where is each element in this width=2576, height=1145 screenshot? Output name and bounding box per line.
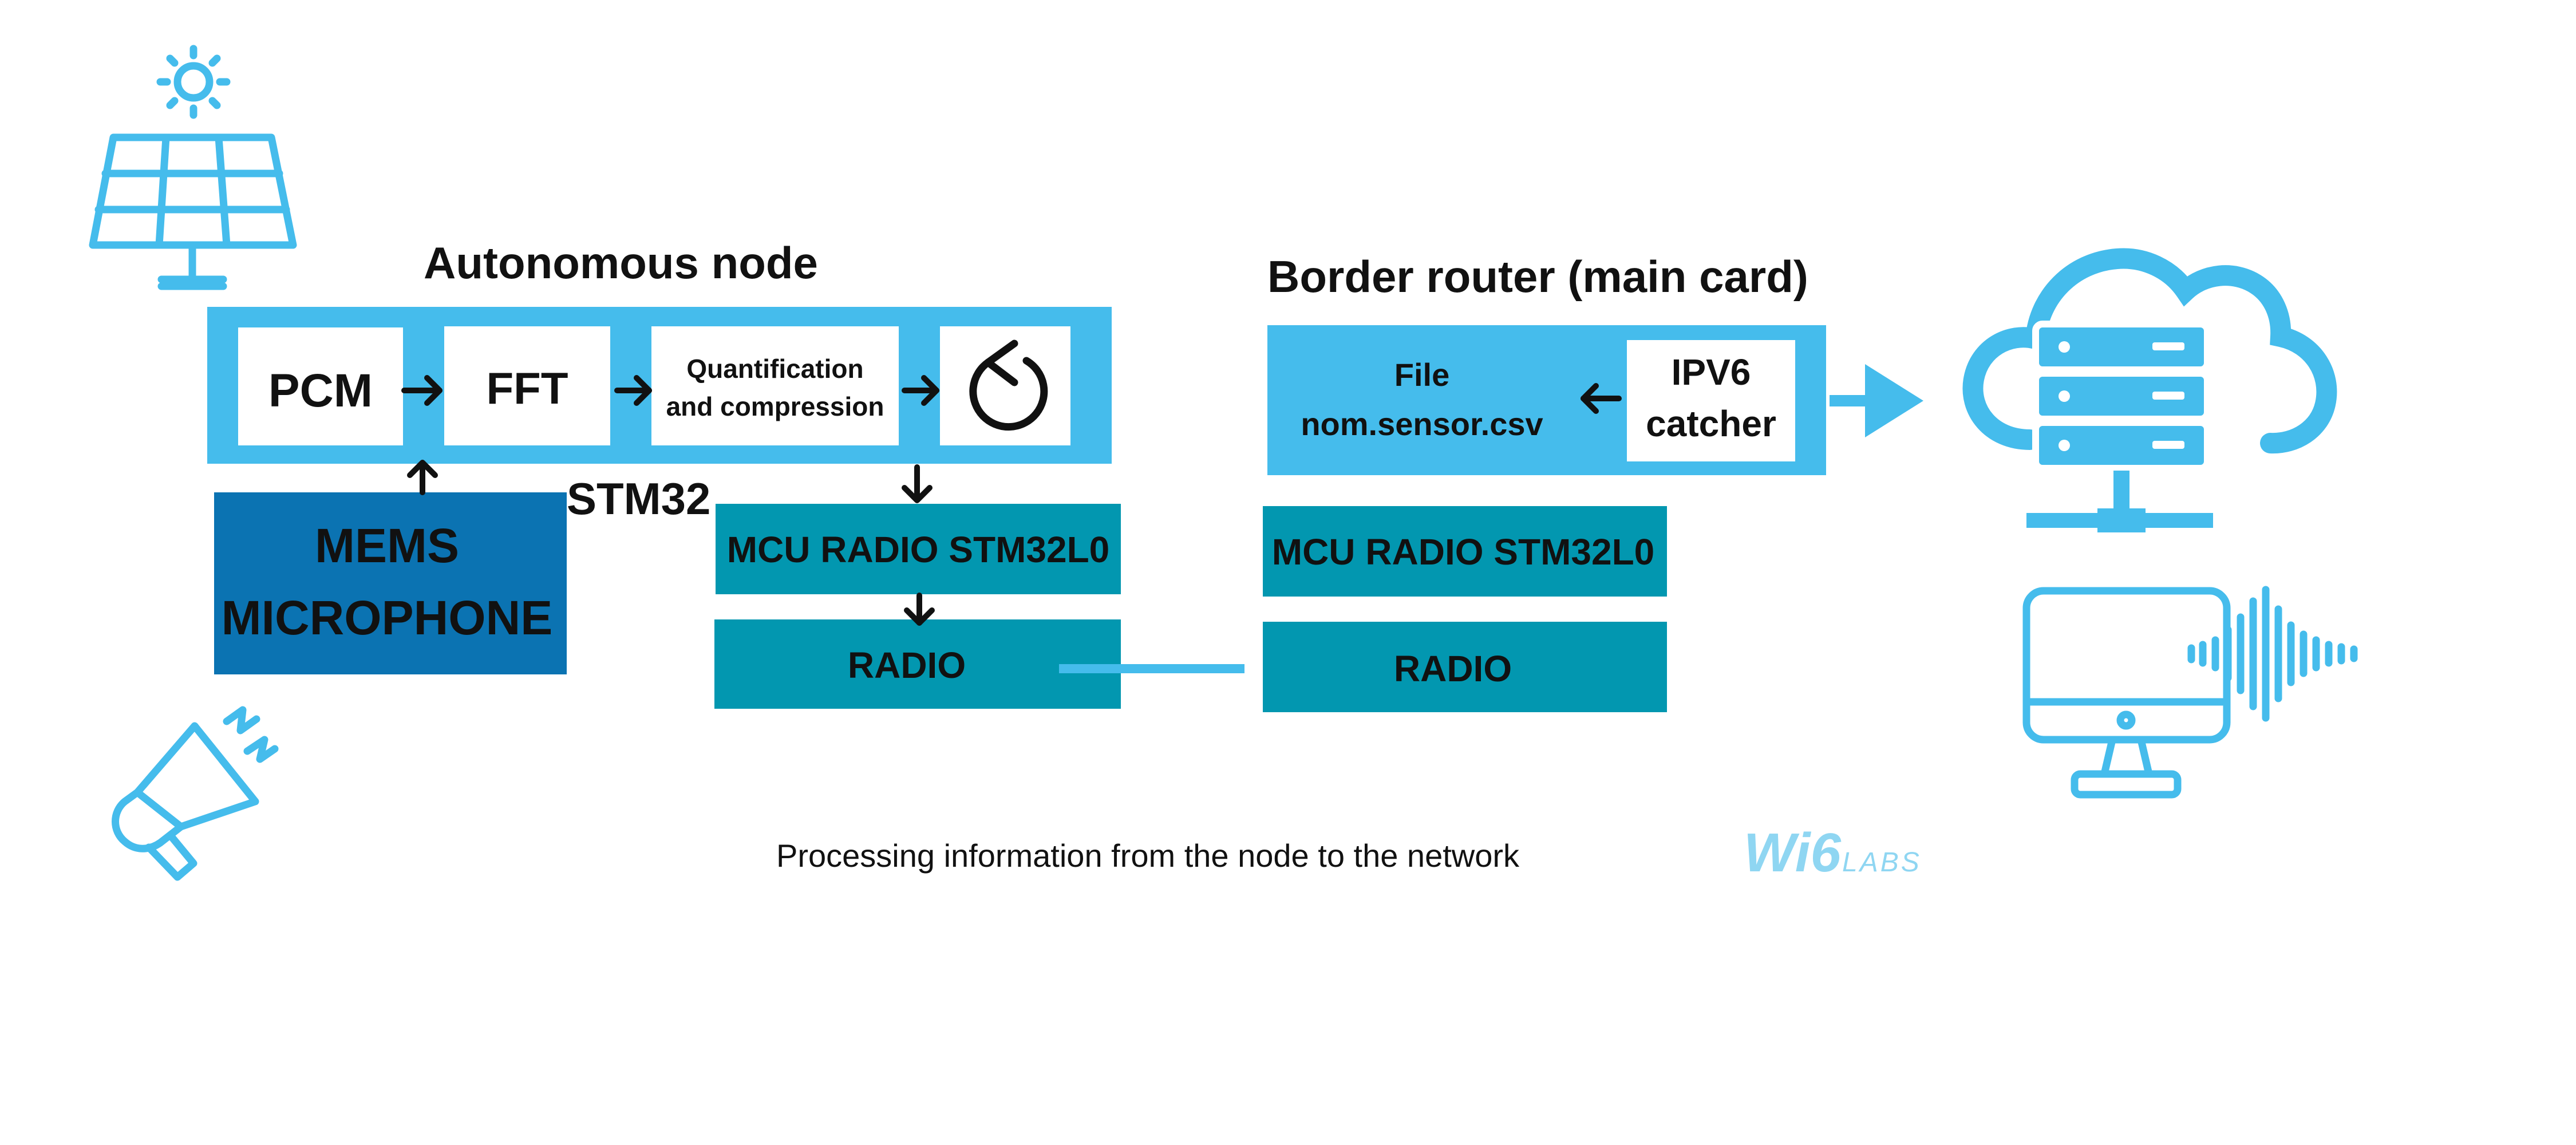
pcm-block [238, 327, 403, 445]
cloud-server-icon [1962, 248, 2337, 532]
arrow-mems-to-pcm [407, 460, 438, 495]
fft-label: FFT [487, 363, 568, 413]
ipv6-label-line1: IPV6 [1672, 352, 1751, 393]
node-mcu-radio-label: MCU RADIO STM32L0 [727, 529, 1110, 570]
ipv6-label-line2: catcher [1646, 403, 1776, 444]
arrow-node-to-mcu [902, 464, 933, 503]
monitor-audio-wave-icon [2022, 586, 2358, 799]
arrow-mcu-to-radio [904, 593, 935, 626]
node-mcu-radio-block [716, 504, 1121, 594]
mems-label-line1: MEMS [315, 519, 459, 572]
node-title: Autonomous node [424, 238, 818, 288]
solar-panel-icon [89, 45, 297, 290]
node-radio-label: RADIO [848, 645, 966, 686]
arrow-router-to-cloud [1830, 364, 1923, 437]
node-flow-arrows [401, 375, 939, 406]
quant-label-line2: and compression [666, 392, 884, 421]
router-mcu-radio-block [1263, 506, 1667, 597]
file-label-line2: nom.sensor.csv [1301, 406, 1543, 442]
pcm-label: PCM [268, 365, 373, 417]
arrow-quant-to-loop [902, 375, 939, 406]
logo-sub: LABS [1842, 847, 1922, 878]
quantification-block [651, 326, 899, 445]
router-radio-block [1263, 622, 1667, 712]
ipv6-catcher-block [1627, 340, 1795, 461]
stm32-label: STM32 [567, 473, 710, 524]
arrow-pcm-to-fft [401, 375, 442, 406]
logo-main: Wi6 [1744, 822, 1841, 883]
megaphone-icon [112, 706, 279, 881]
arrow-ipv6-to-file [1581, 383, 1622, 414]
router-radio-label: RADIO [1394, 648, 1512, 689]
quant-label-line1: Quantification [686, 354, 863, 384]
file-label-line1: File [1394, 357, 1449, 393]
fft-block [444, 326, 610, 445]
node-radio-block [714, 619, 1121, 709]
arrow-fft-to-quant [614, 375, 652, 406]
mems-label-line2: MICROPHONE [222, 591, 553, 645]
wi6labs-logo: Wi6 LABS [1744, 822, 1922, 883]
loop-arrow-icon [969, 339, 1048, 431]
router-title: Border router (main card) [1267, 251, 1808, 302]
caption: Processing information from the node to … [776, 838, 1520, 874]
router-mcu-radio-label: MCU RADIO STM32L0 [1272, 531, 1655, 572]
mems-microphone-block [214, 492, 567, 674]
